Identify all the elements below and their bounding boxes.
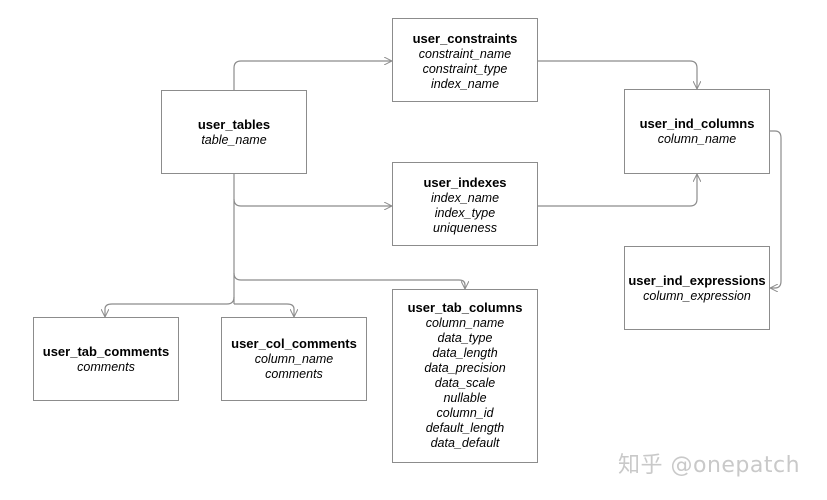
entity-title: user_col_comments xyxy=(231,336,357,351)
entity-title: user_ind_columns xyxy=(639,116,755,131)
link-user-tables-to-user-indexes xyxy=(233,198,392,206)
field-index-name: index_name xyxy=(430,77,500,91)
field-data-default: data_default xyxy=(430,436,500,450)
link-user-constraints-to-user-ind-columns xyxy=(538,60,697,89)
field-data-precision: data_precision xyxy=(424,361,506,375)
field-comments: comments xyxy=(265,367,323,381)
link-user-indexes-to-user-ind-columns xyxy=(538,174,697,207)
entity-title: user_constraints xyxy=(412,31,518,46)
entity-user-ind-expressions: user_ind_expressions column_expression xyxy=(624,246,770,330)
field-list: column_name xyxy=(658,132,737,147)
field-constraint-name: constraint_name xyxy=(418,47,512,61)
entity-user-indexes: user_indexes index_name index_type uniqu… xyxy=(392,162,538,246)
watermark: 知乎 @onepatch xyxy=(618,453,801,478)
field-comments: comments xyxy=(77,359,135,374)
entity-user-col-comments: user_col_comments column_name comments xyxy=(221,317,367,401)
field-list: column_expression xyxy=(643,289,751,304)
link-user-ind-columns-to-user-ind-expressions xyxy=(769,130,782,288)
link-user-tables-to-user-tab-comments xyxy=(105,296,235,317)
field-column-id: column_id xyxy=(436,406,494,420)
field-list: column_name comments xyxy=(255,352,334,382)
field-data-length: data_length xyxy=(432,346,498,360)
field-column-name: column_name xyxy=(254,352,334,366)
entity-user-constraints: user_constraints constraint_name constra… xyxy=(392,18,538,102)
entity-title: user_tables xyxy=(197,116,271,132)
link-user-tables-to-user-col-comments xyxy=(234,303,294,317)
entity-title: user_tab_columns xyxy=(407,300,523,315)
link-user-tables-to-user-constraints xyxy=(233,61,392,90)
entity-user-tab-comments: user_tab_comments comments xyxy=(33,317,179,401)
entity-user-tables: user_tables table_name xyxy=(161,90,307,174)
field-index-type: index_type xyxy=(434,206,496,220)
field-list: index_name index_type uniqueness xyxy=(431,191,499,236)
field-default-length: default_length xyxy=(425,421,505,435)
field-index-name: index_name xyxy=(430,191,500,205)
field-column-name: column_name xyxy=(425,316,505,330)
entity-title: user_tab_comments xyxy=(42,343,170,359)
field-column-expression: column_expression xyxy=(643,288,751,303)
field-uniqueness: uniqueness xyxy=(433,221,497,235)
field-nullable: nullable xyxy=(443,391,487,405)
entity-user-ind-columns: user_ind_columns column_name xyxy=(624,89,770,174)
entity-user-tab-columns: user_tab_columns column_name data_type d… xyxy=(392,289,538,463)
field-data-scale: data_scale xyxy=(434,376,496,390)
field-list: table_name xyxy=(201,133,266,148)
field-table-name: table_name xyxy=(201,132,267,147)
field-list: comments xyxy=(77,360,135,375)
field-list: constraint_name constraint_type index_na… xyxy=(419,47,511,92)
field-data-type: data_type xyxy=(437,331,493,345)
field-list: column_name data_type data_length data_p… xyxy=(424,316,505,451)
field-constraint-type: constraint_type xyxy=(422,62,508,76)
entity-title: user_indexes xyxy=(423,175,507,190)
entity-title: user_ind_expressions xyxy=(628,272,766,288)
field-column-name: column_name xyxy=(657,132,737,146)
link-user-tables-to-user-tab-columns xyxy=(233,272,465,289)
